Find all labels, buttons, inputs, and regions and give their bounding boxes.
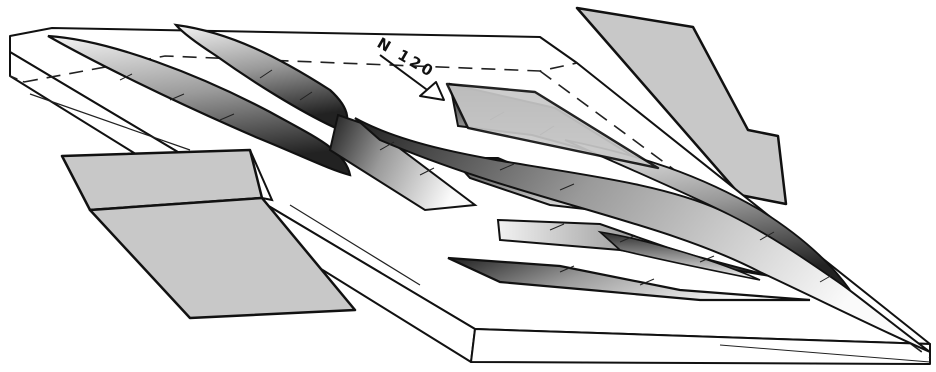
diagram-stage: N 120 <box>0 0 936 372</box>
block-diagram-svg: N 120 <box>0 0 936 372</box>
